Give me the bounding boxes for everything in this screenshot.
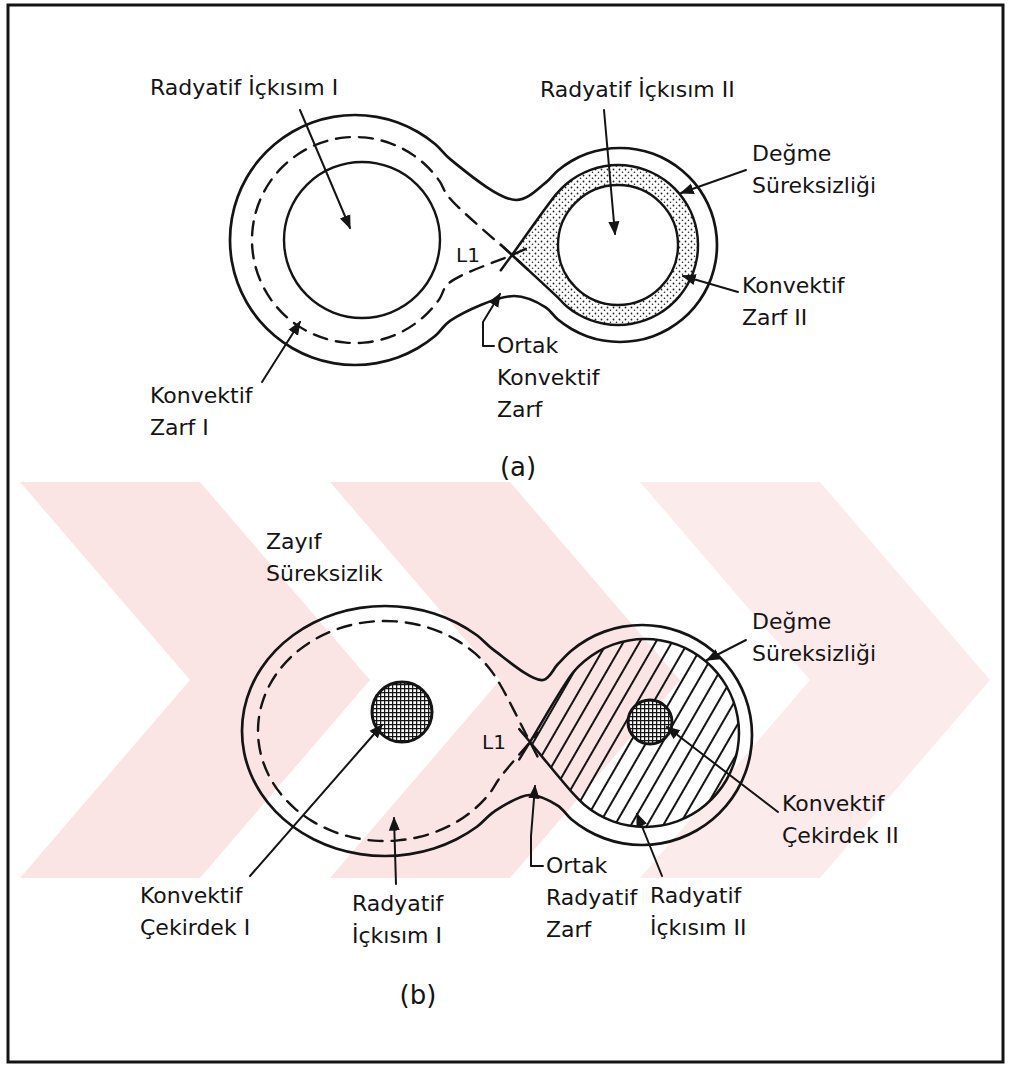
convective-core xyxy=(628,700,672,744)
leader-arrow xyxy=(531,786,543,866)
figure-frame xyxy=(8,5,1003,1062)
label-holder: Zayıf Süreksizlik xyxy=(266,526,416,590)
radiative-interior-hatch xyxy=(530,639,739,827)
leader-arrow xyxy=(707,640,746,660)
convective-core xyxy=(372,682,432,742)
region-label: Ortak Konvektif Zarf xyxy=(497,330,617,426)
label-holder: Radyatif İçkısım I xyxy=(352,888,492,952)
panel-letter: (a) xyxy=(478,450,558,484)
watermark xyxy=(20,482,990,878)
leader-arrow xyxy=(394,818,396,884)
label-holder: (a) xyxy=(478,450,558,484)
outer-surface xyxy=(230,115,717,365)
outer-surface xyxy=(242,606,752,856)
label-holder: Ortak Konvektif Zarf xyxy=(497,330,617,426)
lagrange-point-label: L1 xyxy=(456,245,486,265)
contact-surface xyxy=(519,639,739,827)
label-holder: Değme Süreksizliği xyxy=(752,138,902,202)
label-holder: Konvektif Zarf I xyxy=(150,380,285,444)
surface-label: Değme Süreksizliği xyxy=(752,138,902,202)
label-holder: Konvektif Zarf II xyxy=(742,270,877,334)
panel-letter: (b) xyxy=(378,978,458,1012)
contact-surface xyxy=(501,165,698,325)
leader-arrow xyxy=(250,725,382,876)
star-shapes xyxy=(230,115,752,856)
radiative-interior-circle xyxy=(558,185,678,305)
leader-arrow xyxy=(681,170,746,193)
surface-label: Değme Süreksizliği xyxy=(752,606,902,670)
label-holder: L1 xyxy=(456,245,486,265)
leader-arrow xyxy=(300,110,350,228)
region-label: Konvektif Çekirdek II xyxy=(782,788,932,852)
leader-arrow xyxy=(637,814,662,876)
region-label: Konvektif Zarf II xyxy=(742,270,877,334)
region-label: Radyatif İçkısım I xyxy=(150,72,410,104)
label-holder: Değme Süreksizliği xyxy=(752,606,902,670)
region-label: Konvektif Zarf I xyxy=(150,380,285,444)
label-holder: Radyatif İçkısım II xyxy=(540,74,800,106)
region-label: Radyatif İçkısım II xyxy=(650,880,790,944)
region-label: Radyatif İçkısım II xyxy=(540,74,800,106)
dashed-surface xyxy=(252,137,528,343)
leader-lines xyxy=(250,110,778,884)
label-holder: Radyatif İçkısım I xyxy=(150,72,410,104)
leader-arrow xyxy=(604,110,615,234)
label-holder: Ortak Radyatif Zarf xyxy=(546,850,666,946)
surface-label: Zayıf Süreksizlik xyxy=(266,526,416,590)
leader-arrow xyxy=(667,727,778,812)
leader-arrow xyxy=(683,276,738,292)
region-label: Radyatif İçkısım I xyxy=(352,888,492,952)
region-label: Konvektif Çekirdek I xyxy=(140,880,290,944)
label-holder: L1 xyxy=(482,732,512,752)
label-holder: Radyatif İçkısım II xyxy=(650,880,790,944)
leader-arrow xyxy=(262,322,300,382)
region-label: Ortak Radyatif Zarf xyxy=(546,850,666,946)
label-holder: Konvektif Çekirdek II xyxy=(782,788,932,852)
dashed-surface xyxy=(258,621,537,841)
label-holder: (b) xyxy=(378,978,458,1012)
lagrange-point-label: L1 xyxy=(482,732,512,752)
label-holder: Konvektif Çekirdek I xyxy=(140,880,290,944)
radiative-interior-circle xyxy=(284,162,440,318)
